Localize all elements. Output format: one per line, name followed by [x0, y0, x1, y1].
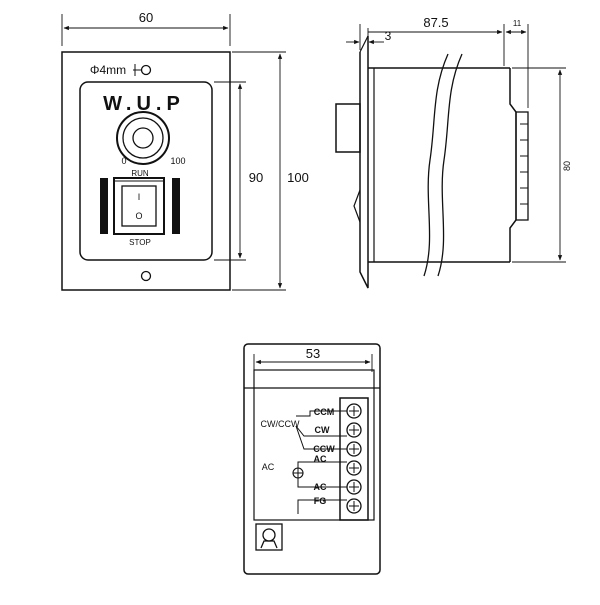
- dim-depth-label: 87.5: [423, 15, 448, 30]
- stop-label: STOP: [129, 238, 151, 247]
- dim-height-outer-label: 100: [287, 170, 309, 185]
- dim-height-inner-label: 90: [249, 170, 263, 185]
- speed-knob-outer: [116, 111, 170, 165]
- group-label-cw-ccw: CW/CCW: [261, 419, 300, 429]
- group-label-ac: AC: [262, 462, 275, 472]
- rear-label-area: [253, 369, 375, 521]
- rocker-switch-button: [121, 185, 157, 227]
- terminal-label-3: CCW: [313, 444, 335, 454]
- dim-height-side-label: 80: [562, 161, 572, 171]
- dim-rear-width-label: 53: [306, 346, 320, 361]
- terminal-screw-1: [346, 403, 362, 419]
- side-knob-boss: [335, 103, 361, 153]
- side-switch-boss: [353, 189, 361, 223]
- rear-housing-outline: [243, 343, 381, 575]
- terminal-block: [339, 397, 369, 521]
- side-rear-face: [509, 68, 517, 262]
- speed-knob-center: [132, 127, 154, 149]
- scale-min-label: 0: [121, 156, 126, 166]
- wire-ccw: [295, 425, 347, 450]
- side-flange-top: [359, 35, 369, 53]
- terminal-label-4: AC: [314, 454, 327, 464]
- terminal-label-6: FG: [314, 496, 327, 506]
- terminal-label-2: CW: [315, 425, 330, 435]
- terminal-label-5: AC: [314, 482, 327, 492]
- hole-diameter-label: Φ4mm: [90, 63, 126, 77]
- ground-icon: [255, 523, 283, 551]
- scale-max-label: 100: [170, 156, 185, 166]
- wire-fg: [297, 499, 347, 514]
- speed-knob-ring: [122, 117, 164, 159]
- wire-ccm: [296, 410, 347, 417]
- side-terminal-strip: [515, 111, 529, 221]
- brand-label: W.U.P: [103, 93, 185, 115]
- ac-source-symbol: [292, 467, 304, 479]
- run-label: RUN: [131, 169, 149, 178]
- break-line-2: [437, 53, 463, 277]
- rear-view: [243, 343, 381, 575]
- dim-width-label: 60: [139, 10, 153, 25]
- rocker-switch-frame: [113, 177, 165, 235]
- switch-bezel-right: [172, 178, 180, 234]
- front-view: [61, 14, 286, 291]
- mounting-hole-bottom: [140, 270, 152, 282]
- terminal-screw-6: [346, 498, 362, 514]
- dim-flange-label: 3: [385, 29, 392, 43]
- break-line-1: [423, 53, 449, 277]
- wire-cw: [295, 425, 347, 437]
- terminal-screw-3: [346, 441, 362, 457]
- dim-terminal-label: 11: [513, 19, 522, 28]
- side-view: [335, 24, 566, 289]
- switch-on-mark: I: [138, 192, 141, 202]
- switch-bezel-left: [100, 178, 108, 234]
- side-flange: [359, 36, 369, 289]
- front-plate-outline: [61, 51, 231, 291]
- terminal-screw-4: [346, 460, 362, 476]
- front-panel-outline: [79, 81, 213, 261]
- mounting-hole-top: [140, 64, 152, 76]
- switch-off-mark: O: [135, 211, 142, 221]
- terminal-screw-2: [346, 422, 362, 438]
- terminal-screw-5: [346, 479, 362, 495]
- terminal-label-1: CCM: [314, 407, 335, 417]
